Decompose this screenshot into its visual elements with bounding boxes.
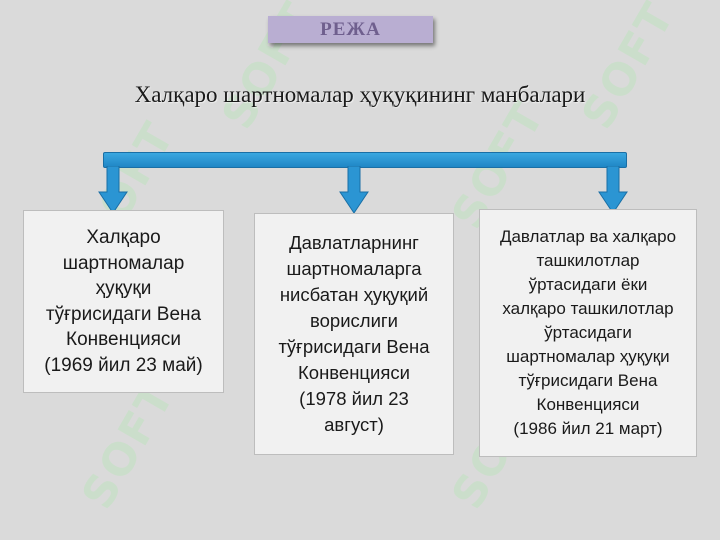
box-text-line: Халқаро [86, 227, 161, 248]
box-text-line: Конвенцияси [298, 362, 410, 383]
box-text-line: ўртасидаги ёки [528, 275, 648, 294]
box-text-line: август) [324, 414, 384, 435]
box-text-line: халқаро ташкилотлар [502, 299, 674, 318]
box-text-line: ворислиги [310, 310, 398, 331]
down-arrow-icon [598, 166, 628, 214]
source-box-1986: Давлатлар ва халқаро ташкилотлар ўртасидаг… [479, 209, 697, 457]
watermark-logo: SOFT [572, 0, 685, 138]
box-text-line: шартномаларга [286, 258, 422, 279]
box-text-line: ҳуқуқи [95, 278, 152, 299]
box-text-line: шартномалар [62, 252, 185, 274]
source-box-1978: Давлатларнинг шартномаларга нисбатан ҳуқуқ… [254, 213, 454, 455]
box-text-line: тўғрисидаги Вена [518, 371, 658, 390]
connector-bar [103, 152, 627, 168]
watermark-logo: SOFT [72, 373, 185, 518]
down-arrow-icon [98, 166, 128, 214]
box-text-line: тўғрисидаги Вена [278, 336, 430, 357]
box-text-line: Давлатларнинг [289, 232, 419, 253]
box-text-line: тўғрисидаги Вена [45, 303, 202, 325]
box-text-line: Конвенцияси [66, 329, 181, 350]
box-text-line: нисбатан ҳуқуқий [279, 284, 429, 305]
box-text-line: ташкилотлар [536, 251, 640, 270]
box-text-line: Конвенцияси [536, 395, 640, 414]
source-box-1969: Халқаро шартномалар ҳуқуқи тўғрисидаги Вена… [23, 210, 224, 393]
box-text-line: ўртасидаги [544, 323, 632, 342]
box-text-line: (1969 йил 23 май) [44, 354, 203, 376]
box-text-line: шартномалар ҳуқуқи [506, 347, 670, 366]
box-text-line: (1978 йил 23 [299, 388, 409, 409]
down-arrow-icon [339, 166, 369, 214]
box-text-line: (1986 йил 21 март) [513, 419, 663, 438]
plan-tab: РЕЖА [268, 16, 433, 43]
box-text-line: Давлатлар ва халқаро [499, 227, 677, 246]
page-title: Халқаро шартномалар ҳуқуқининг манбалари [134, 82, 586, 107]
plan-label: РЕЖА [320, 18, 381, 40]
